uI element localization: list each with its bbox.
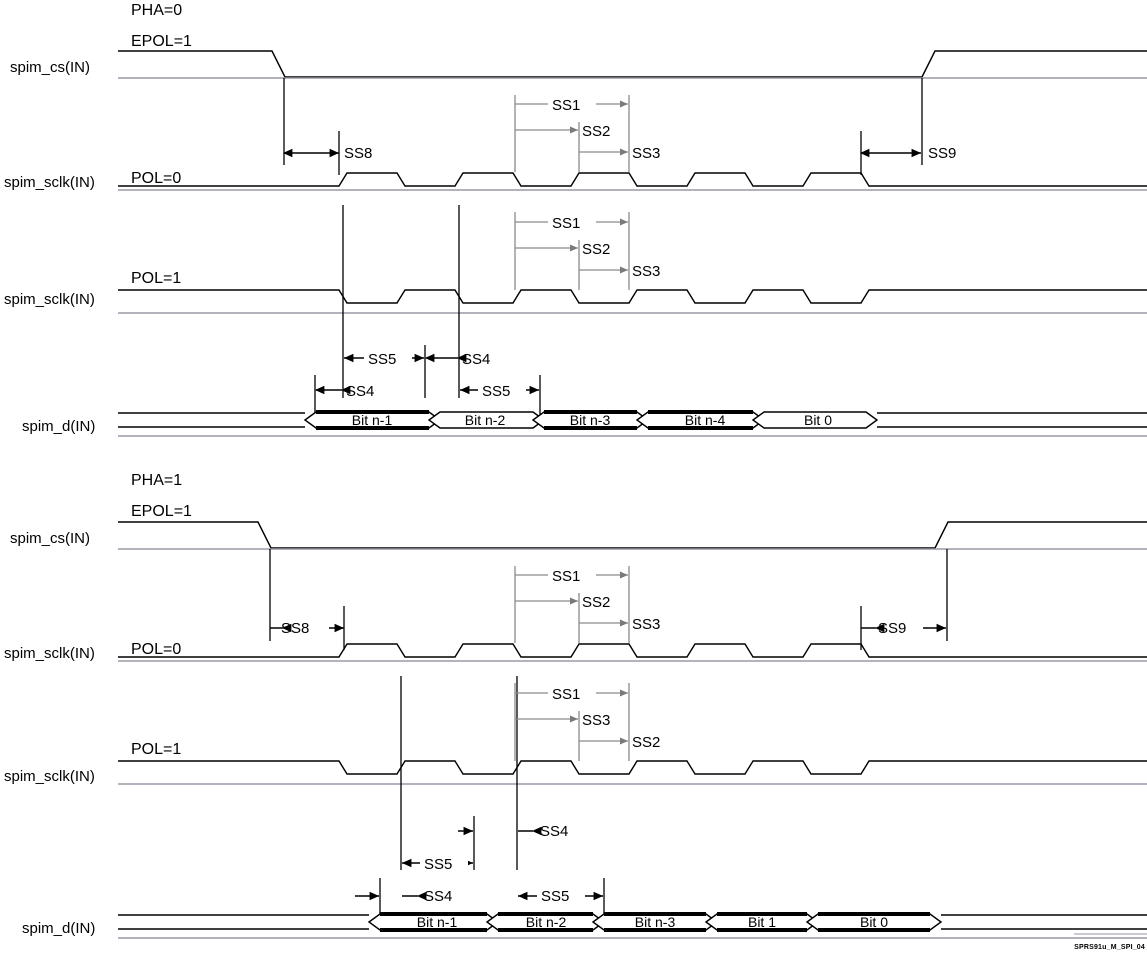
signal-label-sclk-pol1-0: spim_sclk(IN)	[4, 291, 95, 308]
ss1-text-bg-pol0-0	[548, 96, 596, 113]
label-ss5-lower-0: SS5	[482, 383, 510, 400]
bit-cell-label-1-3: Bit 1	[748, 914, 776, 930]
figure-id-label: SPRS91u_M_SPI_04	[1074, 944, 1145, 951]
label-ss4-top-1: SS4	[540, 823, 568, 840]
waveform-d-line-1	[118, 914, 369, 930]
bit-cell-label-1-2: Bit n-3	[635, 914, 676, 930]
label-ss4-upper-0: SS4	[462, 351, 490, 368]
label-ss4-lower-0: SS4	[346, 383, 374, 400]
bit-cell-label-1-1: Bit n-2	[526, 914, 567, 930]
dim-row-lower-1: SS4 SS5	[355, 878, 605, 920]
label-ss2-pol0-1: SS2	[582, 594, 610, 611]
dim-ss9-1: SS9	[860, 606, 946, 650]
bit-cell-label-0-3: Bit n-4	[685, 412, 726, 428]
waveform-sclk-pol0-0	[118, 172, 1147, 187]
label-ss3-pol1-1: SS3	[582, 712, 610, 729]
dim-row-lower-0: SS4 SS5	[314, 375, 541, 418]
dim-group-ss123-pol0-1: SS1 SS2 SS3	[514, 566, 660, 643]
label-ss1-pol0-1: SS1	[552, 568, 580, 585]
bit-cell-label-0-1: Bit n-2	[465, 412, 506, 428]
dim-row-upper-0: SS5 SS4	[344, 345, 490, 398]
diagram-pha0: PHA=0 EPOL=1 spim_cs(IN) spim_sclk(IN) s…	[4, 2, 1147, 437]
waveform-cs-0	[118, 50, 1147, 78]
waveform-sclk-pol0-1	[118, 643, 1147, 658]
pha-label-1: PHA=1	[131, 472, 182, 489]
dim-ss9-0: SS9	[859, 131, 956, 175]
epol-label-1: EPOL=1	[131, 503, 192, 520]
label-ss9-1: SS9	[878, 620, 906, 637]
bit-cell-label-0-0: Bit n-1	[352, 412, 393, 428]
pol1-label-0: POL=1	[131, 270, 181, 287]
pol0-label-0: POL=0	[131, 170, 181, 187]
pol0-label-1: POL=0	[131, 641, 181, 658]
waveform-sclk-pol1-1	[118, 760, 1147, 775]
label-ss1-pol1-0: SS1	[552, 215, 580, 232]
dim-row-top-1: SS4	[458, 816, 568, 870]
bit-cell-label-0-2: Bit n-3	[570, 412, 611, 428]
label-ss9-0: SS9	[928, 145, 956, 162]
label-ss3-pol0-1: SS3	[632, 616, 660, 633]
pol1-label-1: POL=1	[131, 741, 181, 758]
data-bit-cells-0: Bit n-1 Bit n-2 Bit n-3 Bit n-4 Bit 0	[303, 410, 879, 430]
dim-group-ss123-pol1-0: SS1 SS2 SS3	[514, 212, 660, 290]
label-ss5-lower-1: SS5	[541, 888, 569, 905]
dim-ss8-0: SS8	[282, 131, 372, 175]
label-ss3-pol0-0: SS3	[632, 145, 660, 162]
label-ss4-lower-1: SS4	[424, 888, 452, 905]
pha-label-0: PHA=0	[131, 2, 182, 19]
label-ss1-pol0-0: SS1	[552, 97, 580, 114]
signal-label-sclk-pol1-1: spim_sclk(IN)	[4, 768, 95, 785]
label-ss3-pol1-0: SS3	[632, 263, 660, 280]
signal-label-d-0: spim_d(IN)	[22, 418, 95, 435]
signal-label-d-1: spim_d(IN)	[22, 920, 95, 937]
waveform-d-tail-0	[877, 412, 1147, 428]
dim-group-ss123-pol0-0: SS1 SS2 SS3	[514, 95, 660, 172]
label-ss1-pol1-1: SS1	[552, 686, 580, 703]
label-ss5-upper-1: SS5	[424, 856, 452, 873]
waveform-cs-1	[118, 521, 1147, 549]
diagram-pha1: PHA=1 EPOL=1 spim_cs(IN) spim_sclk(IN) s…	[4, 472, 1147, 939]
dim-group-ss123-pol1-1: SS1 SS3 SS2	[514, 683, 660, 761]
bit-cell-label-1-0: Bit n-1	[417, 914, 458, 930]
signal-label-sclk-pol0-0: spim_sclk(IN)	[4, 174, 95, 191]
waveform-d-tail-1	[941, 914, 1147, 930]
data-bit-cells-1: Bit n-1 Bit n-2 Bit n-3 Bit 1 Bit 0	[367, 912, 943, 932]
waveform-sclk-pol1-0	[118, 289, 1147, 304]
bit-cell-label-0-4: Bit 0	[804, 412, 832, 428]
label-ss2-pol1-1: SS2	[632, 734, 660, 751]
waveform-d-line-0	[118, 412, 305, 428]
dim-row-upper-1: SS5	[402, 854, 473, 873]
label-ss2-pol1-0: SS2	[582, 241, 610, 258]
label-ss5-upper-0: SS5	[368, 351, 396, 368]
epol-label-0: EPOL=1	[131, 33, 192, 50]
signal-label-sclk-pol0-1: spim_sclk(IN)	[4, 645, 95, 662]
label-ss8-1: SS8	[281, 620, 309, 637]
signal-label-cs-1: spim_cs(IN)	[10, 530, 90, 547]
signal-label-cs-0: spim_cs(IN)	[10, 59, 90, 76]
ss1-text-bg-pol1-0	[548, 214, 596, 231]
label-ss2-pol0-0: SS2	[582, 123, 610, 140]
bit-cell-label-1-4: Bit 0	[860, 914, 888, 930]
label-ss8-0: SS8	[344, 145, 372, 162]
dim-ss8-1: SS8	[270, 606, 345, 650]
